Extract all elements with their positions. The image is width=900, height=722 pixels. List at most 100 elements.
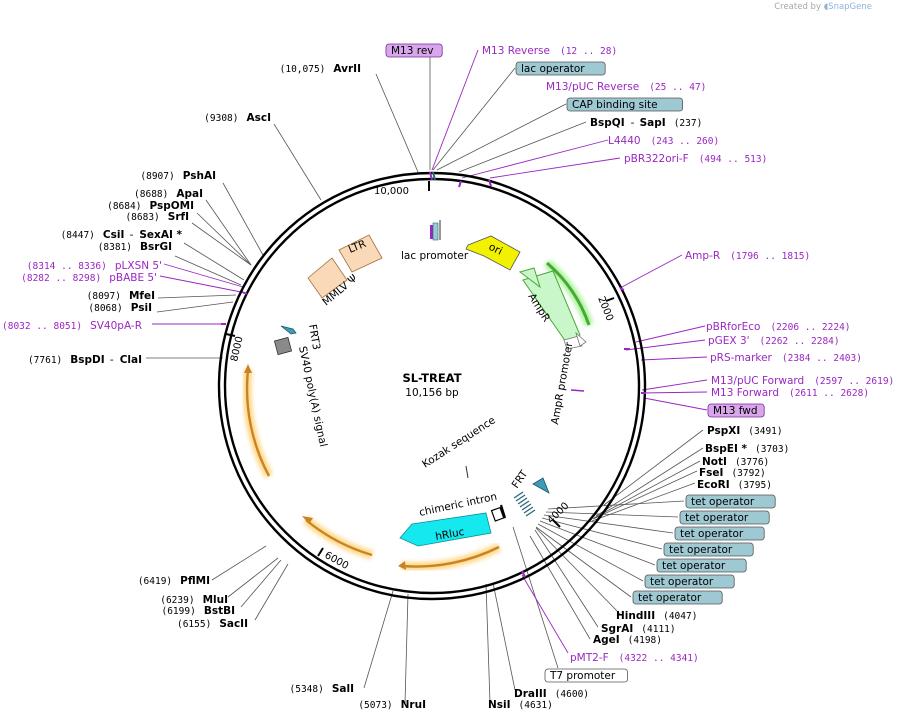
label-coords-fsei: (3792): [731, 468, 765, 479]
label-ecori: EcoRI(3795): [697, 479, 772, 491]
lac-promoter-label: lac promoter: [401, 250, 469, 262]
label-text-ecori: EcoRI: [697, 479, 730, 491]
label-m13forward: M13 Forward (2611 .. 2628): [711, 387, 869, 399]
label-coords-sv40pa: (8032 .. 8051): [2, 321, 82, 332]
label-text-bspqi: BspQI: [590, 117, 625, 129]
label-text-hindiii: HindIII: [616, 610, 655, 622]
label-pgex3: pGEX 3' (2262 .. 2284): [708, 335, 840, 347]
backbone-marks: [221, 171, 646, 578]
label-coords-ampR: (1796 .. 1815): [730, 251, 810, 262]
label-text-tet3: tet operator: [680, 528, 744, 540]
label-text-cap: CAP binding site: [572, 99, 658, 111]
label-text-tet2: tet operator: [685, 512, 749, 524]
label-hindiii: HindIII(4047): [616, 610, 697, 622]
label-box-m13fwd: [707, 403, 765, 418]
label-text-bsrgi: BsrGI: [140, 241, 172, 253]
snapgene-credit: Created by ◖SnapGene: [774, 2, 872, 12]
label-text-prs: pRS-marker: [710, 352, 773, 364]
label-cap: CAP binding site: [566, 97, 683, 112]
label-nrui: NruI(5073): [358, 699, 426, 711]
hrluc-feature: hRluc chimeric intron: [399, 491, 507, 547]
ori-feature: ori: [465, 235, 521, 271]
label-tet1: tet operator: [685, 494, 776, 509]
label-box-tet3: [674, 526, 765, 541]
label-text-m13puc_rev: M13/pUC Reverse: [546, 81, 639, 93]
label-text-lacop: lac operator: [521, 63, 585, 75]
label-text-asci: AscI: [246, 112, 271, 124]
label-text-tet6: tet operator: [650, 576, 714, 588]
label-bspei: BspEI *(3703): [705, 443, 789, 455]
label-m13puc_fwd: M13/pUC Forward(2597 .. 2619): [711, 375, 894, 387]
label-coords-pbabe: (8282 .. 8298): [21, 273, 101, 284]
label-coords-pbr322: (494 .. 513): [699, 154, 768, 165]
label-coords-bspqi: (237): [674, 118, 703, 129]
label-box-lacop: [515, 61, 606, 76]
label-text-sv40pa: SV40pA-R: [90, 320, 142, 332]
label-coords-pmt2f: (4322 .. 4341): [619, 653, 699, 664]
label-coords-m13puc_rev: (25 .. 47): [649, 82, 706, 93]
label-text-pbrforeco: pBRforEco: [706, 321, 760, 333]
label-box-tet6: [644, 574, 735, 589]
label-fsei: FseI (3792): [699, 467, 766, 479]
label-coords-pspxi: (3491): [748, 426, 782, 437]
label-noti: NotI(3776): [702, 456, 769, 468]
label-text-pbabe: pBABE 5': [109, 272, 157, 284]
label-coords-pfimi: (6419): [138, 576, 172, 587]
label-text-pmt2f: pMT2-F: [570, 652, 609, 664]
label-text-noti: NotI: [702, 456, 727, 468]
label-t7: T7 promoter: [544, 668, 628, 683]
label-coords-draiii: (4600): [555, 689, 589, 700]
label-text-nsii: NsiI: [488, 699, 511, 711]
label-tet3: tet operator: [674, 526, 765, 541]
label-coords-mlui: (6239): [160, 595, 194, 606]
orange-cds-arcs: [242, 364, 502, 572]
label-text-sgrai: SgrAI: [601, 623, 633, 635]
label-coords-avrii: (10,075): [280, 64, 326, 75]
label-plxsn: pLXSN 5'(8314 .. 8336): [27, 260, 162, 272]
label-box-tet4: [663, 542, 754, 557]
label-m13puc_rev: M13/pUC Reverse (25 .. 47): [546, 81, 706, 93]
label-text-m13forward: M13 Forward: [711, 387, 779, 399]
m13-rev-mark: [430, 225, 433, 239]
label-avrii: AvrII(10,075): [280, 63, 361, 75]
label-box-t7: [544, 668, 628, 683]
label-text-pspomi: PspOMI: [149, 200, 194, 212]
label-tet4: tet operator: [663, 542, 754, 557]
label-coords-m13forward: (2611 .. 2628): [789, 388, 869, 399]
label-coords-asci: (9308): [204, 113, 238, 124]
snapgene-logo-icon: ◖: [823, 2, 829, 12]
label-coords-pgex3: (2262 .. 2284): [760, 336, 840, 347]
label-asci: AscI (9308): [204, 112, 271, 124]
label-pmt2f: pMT2-F (4322 .. 4341): [570, 652, 699, 664]
label-box-tet2: [679, 510, 770, 525]
ltr-feature: LTR MMLV Ψ: [307, 234, 383, 308]
label-text-bstbi: BstBI: [204, 605, 235, 617]
label-coords-csii: (8447): [61, 230, 95, 241]
label-ampR: Amp-R(1796 .. 1815): [685, 250, 810, 262]
label-text-psii: PsiI: [131, 302, 152, 314]
label-text-t7: T7 promoter: [549, 670, 616, 682]
label-text-agei: AgeI: [593, 634, 620, 646]
label-text-fsei: FseI: [699, 467, 723, 479]
label-text2-bspdi: ClaI: [120, 354, 142, 366]
label-text-mfei: MfeI: [129, 290, 155, 302]
label-sali: SalI(5348): [290, 683, 354, 695]
label-coords-pbrforeco: (2206 .. 2224): [770, 322, 850, 333]
label-coords-bstbi: (6199): [161, 606, 195, 617]
label-text-m13rev: M13 rev: [391, 45, 434, 57]
label-m13reverse: M13 Reverse(12 .. 28): [482, 45, 617, 57]
backbone-outer: [217, 171, 647, 601]
label-m13rev: M13 rev: [385, 43, 443, 58]
label-text-csii: CsiI: [103, 229, 124, 241]
credit-prefix: Created by: [774, 2, 821, 12]
label-text-draiii: DraIII: [514, 688, 547, 700]
label-srfi: SrfI(8683): [125, 211, 189, 223]
label-coords-pshai: (8907): [140, 171, 174, 182]
label-coords-apai: (8688): [134, 189, 168, 200]
label-tet2: tet operator: [679, 510, 770, 525]
label-dash-bspqi: -: [631, 117, 635, 129]
label-tet7: tet operator: [632, 590, 723, 605]
label-box-m13rev: [385, 43, 443, 58]
label-text-l4440: L4440: [608, 135, 641, 147]
label-text-pgex3: pGEX 3': [708, 335, 750, 347]
